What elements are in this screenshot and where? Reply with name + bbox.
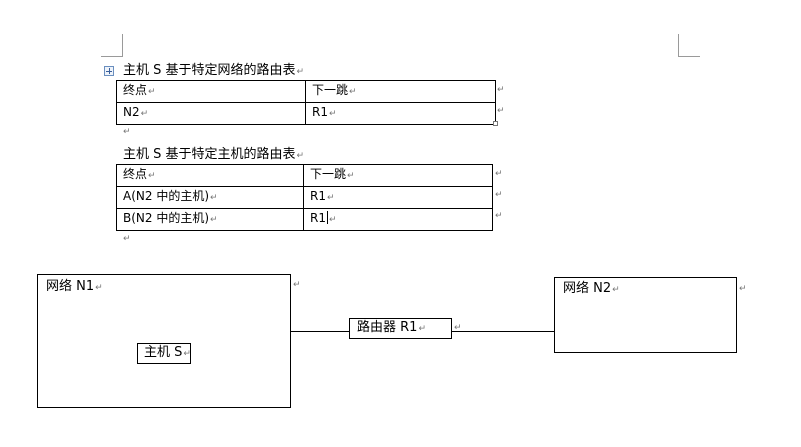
host-s-label: 主机 S↵ xyxy=(144,345,191,360)
table-cell[interactable]: A(N2 中的主机)↵ xyxy=(116,186,304,209)
table-cell[interactable]: R1↵ xyxy=(303,186,493,209)
table-header-row: 终点↵ 下一跳↵ xyxy=(116,80,496,103)
table-header-cell[interactable]: 下一跳↵ xyxy=(303,164,493,187)
table1-heading: 主机 S 基于特定网络的路由表↵ xyxy=(123,63,305,78)
paragraph-mark: ↵ xyxy=(296,67,305,77)
table-resize-handle[interactable] xyxy=(493,121,498,126)
network-n1-box[interactable] xyxy=(37,274,291,408)
network-n2-label: 网络 N2↵ xyxy=(563,281,620,296)
router-r1-box[interactable] xyxy=(349,318,452,339)
page-crop-mark-right xyxy=(678,34,679,56)
link-n1-router xyxy=(291,331,350,332)
table-cell[interactable]: N2↵ xyxy=(116,102,306,125)
table-cell[interactable]: R1↵ xyxy=(305,102,496,125)
paragraph-mark: ↵ xyxy=(293,280,301,290)
paragraph-mark: ↵ xyxy=(123,234,131,244)
row-end-mark: ↵ xyxy=(497,85,505,95)
table-row: B(N2 中的主机)↵ R1↵ xyxy=(116,208,493,231)
page-crop-mark-right-h xyxy=(678,56,700,57)
table-cell[interactable]: B(N2 中的主机)↵ xyxy=(116,208,304,231)
table2-heading: 主机 S 基于特定主机的路由表↵ xyxy=(123,147,305,162)
paragraph-mark: ↵ xyxy=(739,284,747,294)
row-end-mark: ↵ xyxy=(495,190,503,200)
table-header-cell[interactable]: 下一跳↵ xyxy=(305,80,496,103)
page-crop-mark-left xyxy=(122,34,123,56)
row-end-mark: ↵ xyxy=(495,211,503,221)
table1-network-routes: 终点↵ 下一跳↵ N2↵ R1↵ xyxy=(116,80,496,125)
link-router-n2 xyxy=(452,331,554,332)
paragraph-mark: ↵ xyxy=(454,323,462,333)
table-row: A(N2 中的主机)↵ R1↵ xyxy=(116,186,493,209)
row-end-mark: ↵ xyxy=(495,169,503,179)
host-s-box[interactable] xyxy=(137,343,191,364)
table-cell[interactable]: R1↵ xyxy=(303,208,493,231)
paragraph-mark: ↵ xyxy=(123,127,131,137)
table-move-handle-icon[interactable] xyxy=(104,66,114,76)
table2-host-routes: 终点↵ 下一跳↵ A(N2 中的主机)↵ R1↵ B(N2 中的主机)↵ R1↵ xyxy=(116,164,493,231)
table-row: N2↵ R1↵ xyxy=(116,102,496,125)
paragraph-mark: ↵ xyxy=(296,151,305,161)
network-n1-label: 网络 N1↵ xyxy=(46,279,103,294)
text-cursor xyxy=(326,211,328,224)
table-header-cell[interactable]: 终点↵ xyxy=(116,164,304,187)
table-header-cell[interactable]: 终点↵ xyxy=(116,80,306,103)
table-header-row: 终点↵ 下一跳↵ xyxy=(116,164,493,187)
router-r1-label: 路由器 R1↵ xyxy=(357,320,426,335)
row-end-mark: ↵ xyxy=(497,106,505,116)
page-crop-mark-left-h xyxy=(101,56,123,57)
network-n2-box[interactable] xyxy=(554,277,737,353)
